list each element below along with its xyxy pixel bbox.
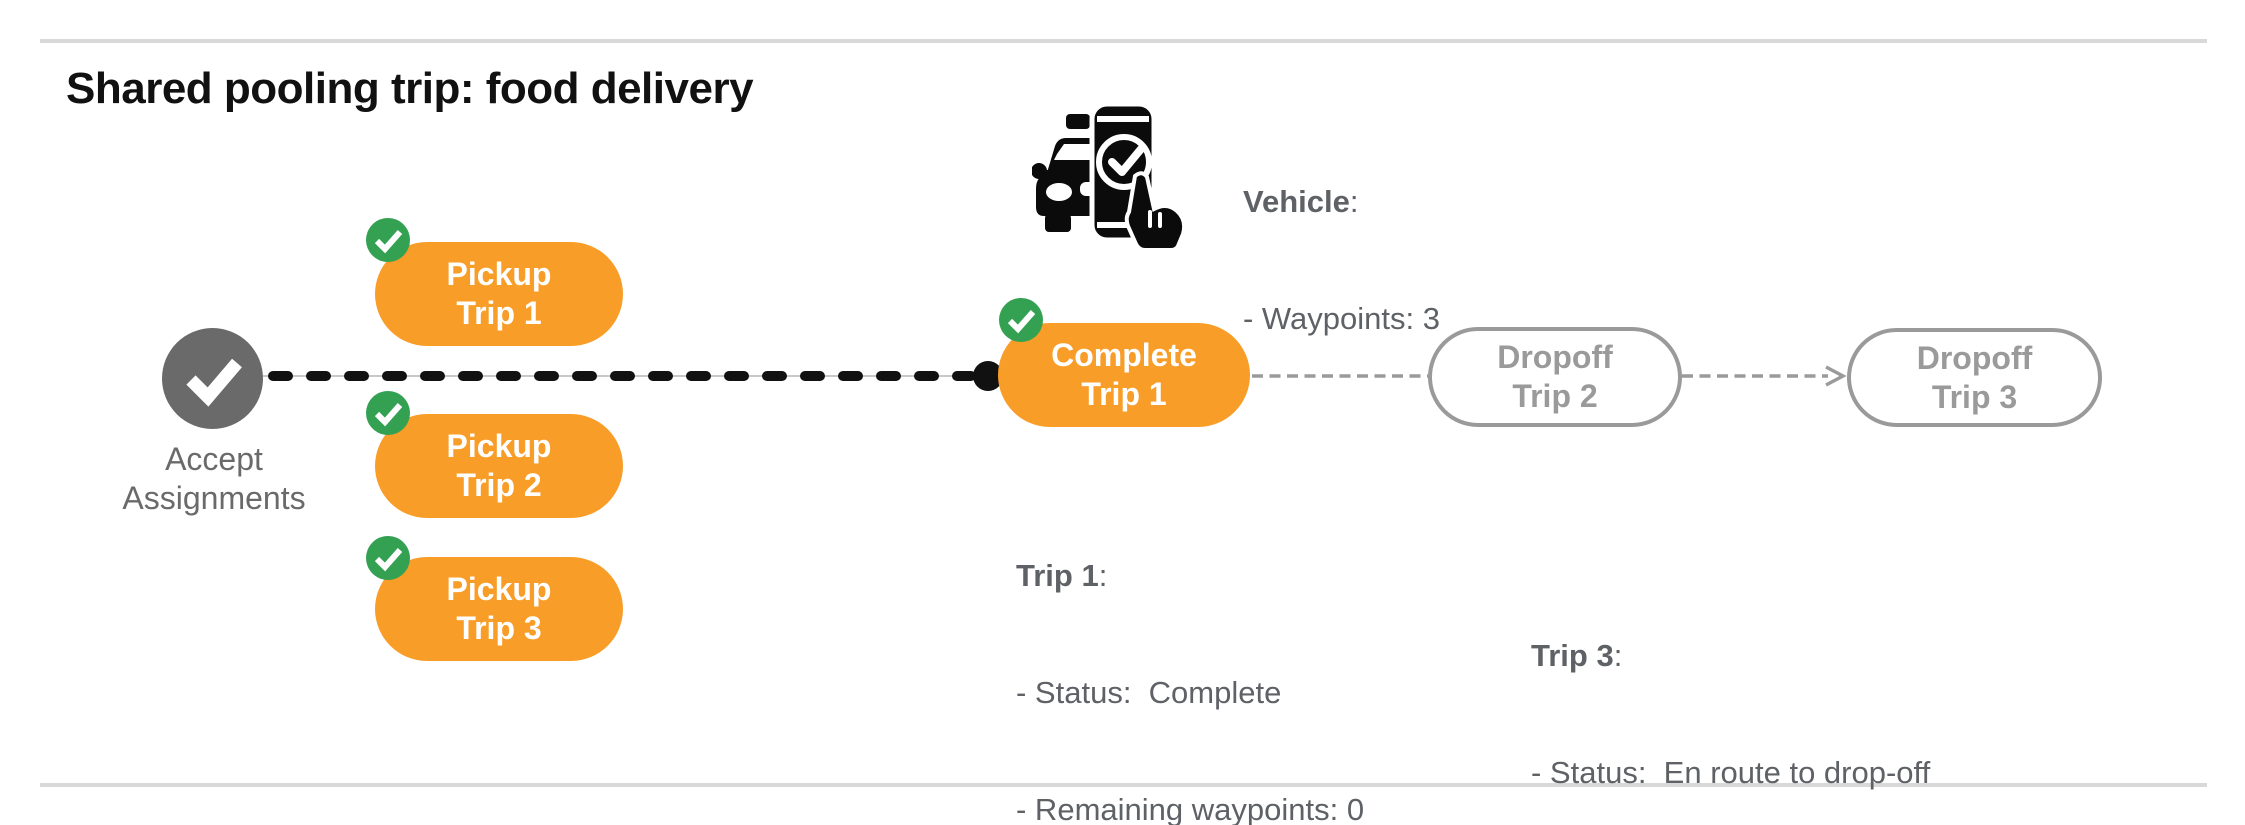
bottom-divider [40, 783, 2207, 787]
trip-1-waypoints: - Remaining waypoints: 0 [1016, 792, 1365, 825]
connector-complete-to-dropoff2 [1252, 374, 1428, 378]
node-pickup-trip-3: Pickup Trip 3 [375, 557, 623, 661]
accept-assignments-node [162, 328, 263, 429]
trip-3-status: - Status: En route to drop-off [1531, 755, 1931, 790]
trip-1-heading: Trip 1: [1016, 558, 1108, 593]
check-badge-complete [999, 298, 1043, 342]
top-divider [40, 39, 2207, 43]
trip-3-heading: Trip 3: [1531, 638, 1623, 673]
trip-status-block-left: Trip 1: - Status: Complete - Remaining w… [1016, 478, 1415, 825]
page-title: Shared pooling trip: food delivery [66, 64, 754, 113]
vehicle-info: Vehicle: - Waypoints: 3 [1243, 104, 1440, 416]
check-icon [374, 230, 403, 254]
node-complete-trip-1: Complete Trip 1 [998, 323, 1250, 427]
check-icon [374, 548, 403, 572]
vehicle-info-waypoints: - Waypoints: 3 [1243, 301, 1440, 336]
node-dropoff-trip-3: Dropoff Trip 3 [1847, 328, 2102, 427]
connector-accept-to-complete [263, 371, 988, 381]
check-icon [374, 403, 403, 427]
check-icon [186, 358, 242, 407]
connector-dropoff2-to-dropoff3 [1682, 365, 1847, 387]
check-badge-pickup-3 [366, 536, 410, 580]
check-badge-pickup-2 [366, 391, 410, 435]
trip-status-block-right: Trip 3: - Status: En route to drop-off -… [1531, 558, 1930, 825]
node-pickup-trip-2: Pickup Trip 2 [375, 414, 623, 518]
vehicle-phone-check-icon [1032, 101, 1187, 248]
vehicle-info-heading: Vehicle: [1243, 184, 1359, 219]
check-icon [1007, 310, 1036, 334]
check-badge-pickup-1 [366, 218, 410, 262]
trip-1-status: - Status: Complete [1016, 675, 1282, 710]
node-pickup-trip-1: Pickup Trip 1 [375, 242, 623, 346]
accept-assignments-label: Accept Assignments [122, 441, 306, 516]
node-dropoff-trip-2: Dropoff Trip 2 [1428, 327, 1682, 427]
